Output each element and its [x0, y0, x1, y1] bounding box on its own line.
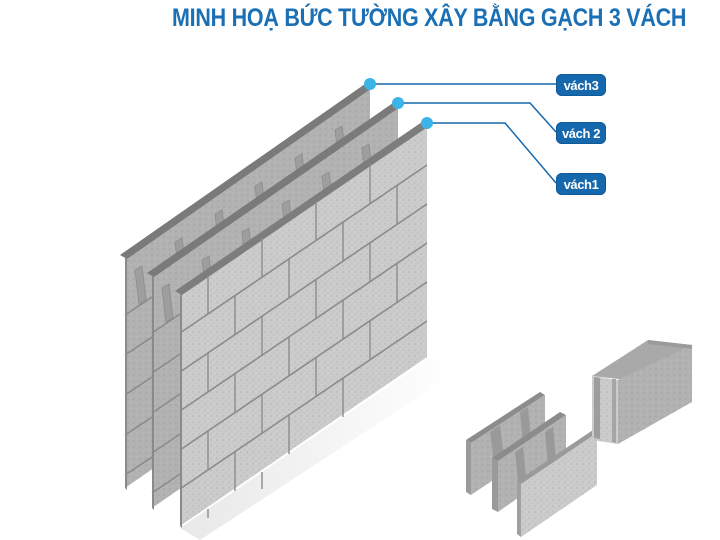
marker-dot-vach2: [392, 97, 404, 109]
exploded-brick: [466, 392, 597, 537]
marker-dot-vach1: [421, 117, 433, 129]
front-wall: [175, 122, 429, 528]
diagram-title: MINH HOẠ BỨC TƯỜNG XÂY BẰNG GẠCH 3 VÁCH: [172, 4, 687, 32]
leader-lines: [370, 83, 557, 184]
label-vach1: vách1: [556, 173, 606, 195]
label-vach2: vách 2: [556, 122, 606, 144]
marker-dot-vach3: [364, 78, 376, 90]
label-vach3: vách3: [556, 74, 606, 96]
marker-dots: [364, 78, 433, 129]
assembled-brick: [592, 340, 692, 444]
